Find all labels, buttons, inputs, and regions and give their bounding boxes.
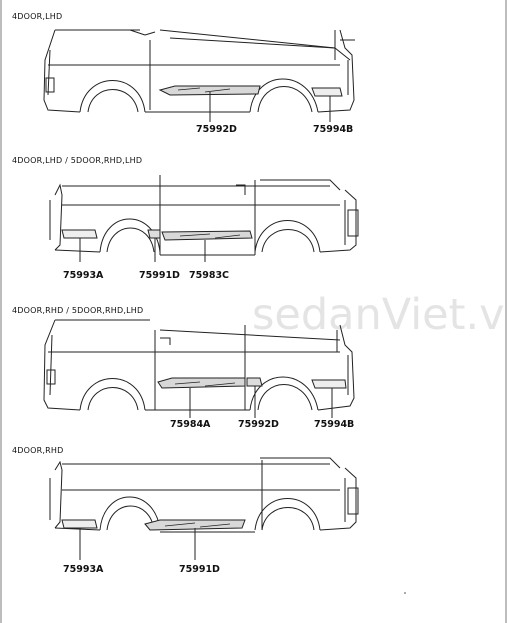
watermark: sedanViet.vn xyxy=(252,290,507,340)
left-border xyxy=(0,0,2,623)
right-border xyxy=(505,0,507,623)
section-label-4: 4DOOR,RHD xyxy=(12,446,64,455)
part-number-75994b: 75994B xyxy=(313,124,354,135)
part-number-75994b: 75994B xyxy=(314,419,355,430)
section-label-3: 4DOOR,RHD / 5DOOR,RHD,LHD xyxy=(12,306,144,315)
section-label-2: 4DOOR,LHD / 5DOOR,RHD,LHD xyxy=(12,156,143,165)
part-number-75991d: 75991D xyxy=(179,564,220,575)
part-number-75983c: 75983C xyxy=(189,270,230,281)
van-side-view-3 xyxy=(43,319,355,418)
van-side-view-4 xyxy=(49,457,359,560)
part-number-75993a: 75993A xyxy=(63,270,104,281)
part-number-75991d: 75991D xyxy=(139,270,180,281)
part-number-75984a: 75984A xyxy=(170,419,211,430)
part-number-75992d: 75992D xyxy=(238,419,279,430)
section-label-1: 4DOOR,LHD xyxy=(12,12,63,21)
van-side-view-1 xyxy=(43,29,355,122)
part-number-75992d: 75992D xyxy=(196,124,237,135)
part-number-75993a: 75993A xyxy=(63,564,104,575)
van-side-view-2 xyxy=(49,175,359,262)
